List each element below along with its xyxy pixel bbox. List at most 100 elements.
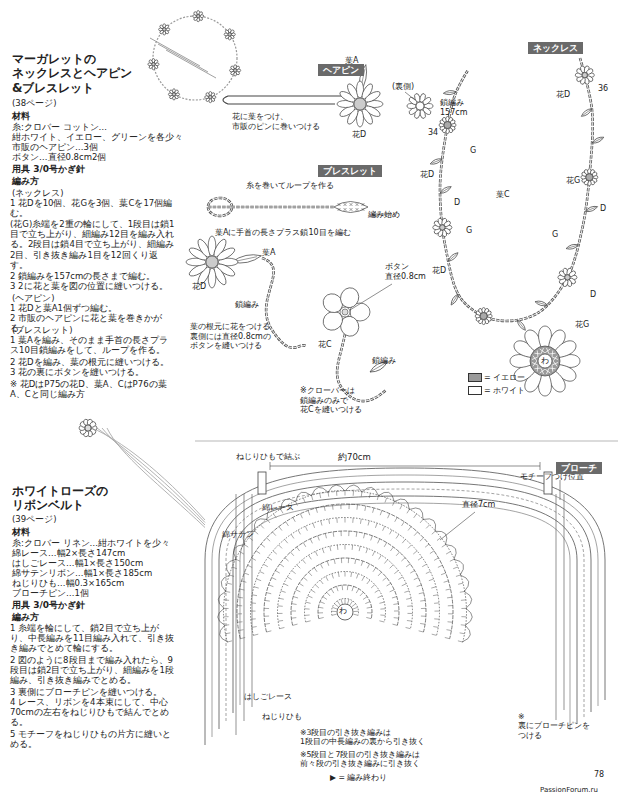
leaf-motif xyxy=(516,319,527,332)
crochet-round xyxy=(305,572,386,623)
instruction-text: 綿レース…幅2×長さ147cm xyxy=(12,548,125,558)
leader-line xyxy=(328,492,330,497)
leader-line xyxy=(260,571,265,573)
flower-motif xyxy=(230,65,241,76)
leader-line xyxy=(406,564,410,567)
leader-line xyxy=(306,602,311,603)
leader-line xyxy=(393,603,398,605)
leaf-motif xyxy=(566,243,580,250)
leader-line xyxy=(431,587,436,588)
instruction-text: はしごレース…幅1×長さ150cm xyxy=(12,558,143,568)
leader-line xyxy=(434,611,439,612)
leader-line xyxy=(365,602,370,604)
leader-line xyxy=(448,605,453,606)
diagram-label: G xyxy=(470,146,476,156)
diagram-label: 鎖編み xyxy=(235,300,259,310)
leader-line xyxy=(252,594,257,596)
leader-line xyxy=(446,552,450,554)
leader-line xyxy=(353,607,358,609)
instruction-text: 材料 xyxy=(12,111,30,122)
leader-line xyxy=(418,557,422,560)
chain-stitch xyxy=(440,58,593,321)
leader-line xyxy=(396,534,399,538)
leader-line xyxy=(267,631,272,632)
leader-line xyxy=(383,526,385,531)
leader-line xyxy=(333,532,335,537)
leader-line xyxy=(384,560,387,564)
leader-line xyxy=(360,519,362,524)
diagram-label: ※クローバーは 鎖編みのみで 花Cを縫いつける xyxy=(300,386,362,415)
ribbon xyxy=(205,468,605,745)
leader-line xyxy=(337,545,339,550)
instruction-text: 3 2に花と葉を図の位置に縫いつける。 xyxy=(10,281,175,291)
leader-line xyxy=(254,531,258,534)
page-title: マーガレットの ネックレスとヘアピン &ブレスレット xyxy=(12,52,132,95)
leader-line xyxy=(267,519,270,523)
leader-line xyxy=(420,519,423,523)
leader-line xyxy=(407,620,412,622)
leader-line xyxy=(308,510,310,515)
diagram-label: 花に葉をつけ、 市販のピンに巻いつける xyxy=(232,112,320,131)
instruction-text: (38ページ) xyxy=(12,98,56,108)
leader-line xyxy=(378,596,383,598)
leader-line xyxy=(314,568,317,572)
leader-line xyxy=(278,605,283,606)
leader-line xyxy=(326,576,328,580)
instruction-text: 2 鎖編みを157cmの長さまで編む。 xyxy=(10,271,175,281)
instruction-text: 3 裏側にブローチピンを縫いつける。 xyxy=(10,687,175,697)
flower-motif xyxy=(337,81,383,127)
flower-motif xyxy=(193,11,204,22)
leaf-motif xyxy=(591,135,604,144)
leader-line xyxy=(296,590,301,592)
legend-text: = ホワイト xyxy=(484,385,525,396)
leader-line xyxy=(560,480,561,500)
leader-line xyxy=(380,614,385,615)
leader-line xyxy=(458,583,463,584)
leader-line xyxy=(303,543,306,547)
diagram-label: 鎖編み xyxy=(372,356,396,366)
leader-line xyxy=(303,498,305,503)
leader-line xyxy=(369,493,370,498)
leader-line xyxy=(293,624,298,625)
leader-line xyxy=(166,50,216,78)
leader-line xyxy=(379,621,384,622)
leader-line xyxy=(350,601,353,605)
leader-line xyxy=(232,567,237,569)
leader-line xyxy=(385,498,387,503)
diagram-label: 葉A xyxy=(262,248,275,258)
flower-motif xyxy=(475,308,492,325)
leader-line xyxy=(434,602,439,603)
page-number: 78 xyxy=(594,770,604,780)
leader-line xyxy=(252,494,253,707)
crochet-round xyxy=(237,504,453,639)
leader-line xyxy=(363,597,367,600)
leader-line xyxy=(322,548,324,553)
leader-line xyxy=(438,565,443,567)
leader-line xyxy=(302,560,305,564)
leader-line xyxy=(286,522,289,526)
leader-line xyxy=(270,466,540,467)
leader-line xyxy=(310,539,312,544)
leader-line xyxy=(444,581,449,582)
leader-line xyxy=(556,494,557,720)
leader-line xyxy=(460,632,465,634)
chain-stitch xyxy=(208,206,334,209)
flower-motif xyxy=(148,59,159,70)
leader-line xyxy=(433,626,438,628)
leader-line xyxy=(331,589,334,593)
leader-line xyxy=(379,602,384,603)
leaf-motif xyxy=(443,90,456,95)
diagram-label: (裏側) xyxy=(392,82,414,92)
section-title: ネックレス xyxy=(533,43,578,53)
instruction-text: 紺ホワイト、イエロー、グリーンを各少々 xyxy=(12,132,183,142)
instruction-text: 綿サテンリボン…幅1×長さ185cm xyxy=(12,568,152,578)
section-title: ヘアピン xyxy=(323,65,359,75)
leader-line xyxy=(318,607,323,609)
legend-swatch xyxy=(468,373,482,382)
flower-motif xyxy=(581,169,598,186)
leader-line xyxy=(453,567,458,569)
diagram-label: ねじりひも xyxy=(262,712,302,722)
leader-line xyxy=(375,523,377,528)
leader-line xyxy=(320,602,325,604)
leader-line xyxy=(392,624,397,625)
